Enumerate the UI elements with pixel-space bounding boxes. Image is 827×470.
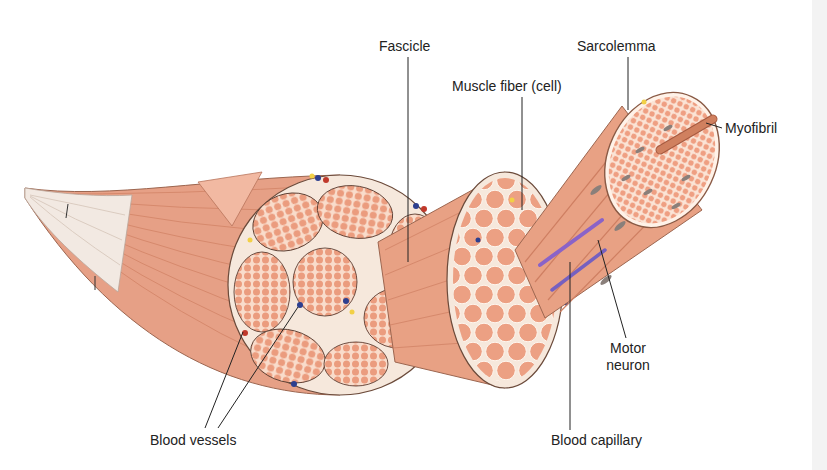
part-label: Myofibril <box>725 120 777 137</box>
leader-line <box>408 57 409 262</box>
leader-line <box>598 240 626 338</box>
myofibril-sections <box>589 79 735 241</box>
leader-line <box>205 332 243 428</box>
leader-line <box>706 123 722 128</box>
leader-line <box>218 307 298 428</box>
nerve-dot <box>510 198 515 203</box>
part-label: Blood vessels <box>150 432 236 449</box>
tick-mark <box>95 276 96 290</box>
page-edge <box>812 0 827 470</box>
myofibril-rod-edge <box>660 119 713 150</box>
leader-lines <box>205 57 722 430</box>
tick-mark <box>66 204 68 218</box>
leader-line <box>522 97 523 210</box>
part-label: Fascicle <box>379 38 430 55</box>
vessel-dot <box>476 238 481 243</box>
myofibril-rod <box>660 119 713 150</box>
leader-line <box>570 262 571 430</box>
sarcolemma-drawing <box>583 74 740 247</box>
part-label: Sarcolemma <box>577 38 656 55</box>
part-label: Blood capillary <box>551 432 642 449</box>
leader-line <box>628 57 629 110</box>
capillary-drawing <box>552 250 605 290</box>
part-label: Motor neuron <box>596 340 660 374</box>
tendon-lines <box>30 195 125 265</box>
muscle-fiber-drawing <box>515 74 741 318</box>
part-label: Muscle fiber (cell) <box>452 78 562 95</box>
nerve-dot <box>642 100 647 105</box>
tendon <box>25 188 132 292</box>
